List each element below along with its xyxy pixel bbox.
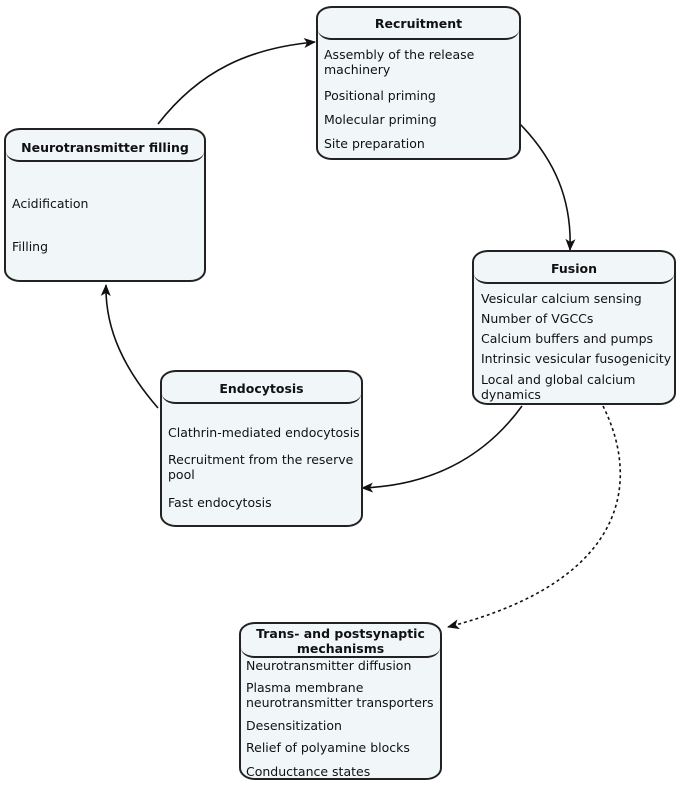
- fusion-title: Fusion: [474, 252, 674, 284]
- filling-item: Filling: [12, 239, 49, 254]
- fusion-item: Vesicular calcium sensing: [481, 291, 642, 306]
- recruitment-title: Recruitment: [318, 8, 519, 40]
- fusion-item: Local and global calcium dynamics: [481, 372, 636, 402]
- endocytosis-item: Fast endocytosis: [168, 495, 272, 510]
- recruitment-item: Assembly of the release machinery: [324, 47, 475, 77]
- neurotransmitter-filling-title: Neurotransmitter filling: [6, 130, 204, 162]
- postsynaptic-item: Plasma membrane neurotransmitter transpo…: [246, 680, 434, 710]
- arrow-fusion-to-postsynaptic: [447, 405, 622, 630]
- postsynaptic-item: Desensitization: [246, 718, 342, 733]
- arrow-fusion-to-endocytosis: [361, 405, 523, 493]
- postsynaptic-box: Trans- and postsynaptic mechanisms Neuro…: [239, 622, 442, 780]
- postsynaptic-item: Conductance states: [246, 764, 371, 779]
- filling-item: Acidification: [12, 196, 89, 211]
- endocytosis-item: Clathrin-mediated endocytosis: [168, 425, 360, 440]
- fusion-item: Calcium buffers and pumps: [481, 331, 654, 346]
- recruitment-item: Positional priming: [324, 88, 436, 103]
- fusion-item: Number of VGCCs: [481, 311, 594, 326]
- endocytosis-box: Endocytosis Clathrin-mediated endocytosi…: [160, 370, 363, 527]
- postsynaptic-title: Trans- and postsynaptic mechanisms: [241, 624, 440, 658]
- arrow-filling-to-recruitment: [157, 38, 316, 125]
- recruitment-item: Site preparation: [324, 136, 425, 151]
- arrow-endocytosis-to-filling: [100, 284, 159, 409]
- fusion-box: Fusion Vesicular calcium sensing Number …: [472, 250, 676, 405]
- recruitment-box: Recruitment Assembly of the release mach…: [316, 6, 521, 160]
- arrow-recruitment-to-fusion: [519, 123, 576, 251]
- endocytosis-title: Endocytosis: [162, 372, 361, 404]
- neurotransmitter-filling-box: Neurotransmitter filling Acidification F…: [4, 128, 206, 282]
- postsynaptic-item: Relief of polyamine blocks: [246, 740, 410, 755]
- endocytosis-item: Recruitment from the reserve pool: [168, 452, 354, 482]
- fusion-item: Intrinsic vesicular fusogenicity: [481, 351, 672, 366]
- recruitment-item: Molecular priming: [324, 112, 437, 127]
- postsynaptic-item: Neurotransmitter diffusion: [246, 658, 412, 673]
